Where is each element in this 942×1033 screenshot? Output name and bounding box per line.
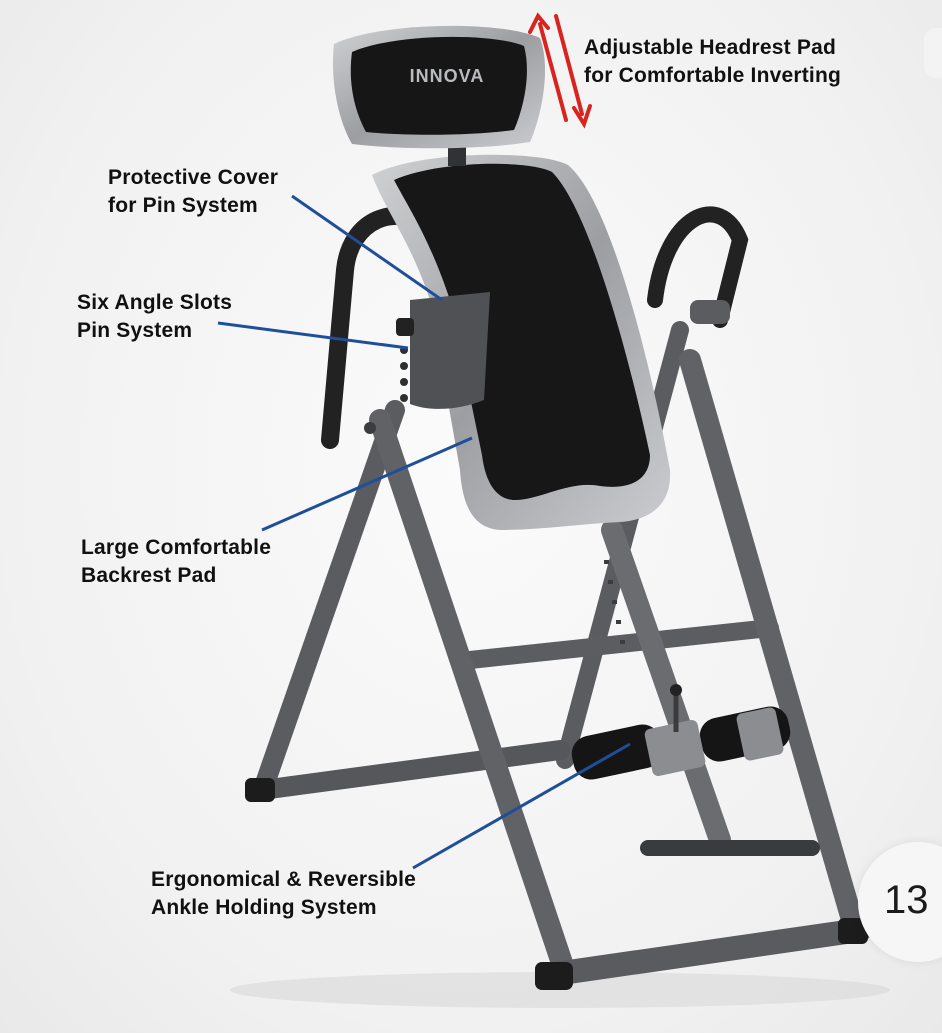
callout-headrest-line2: for Comfortable Inverting [584,64,842,87]
callout-angle-slots: Six Angle Slots Pin System [77,289,232,345]
leader-backrest [261,436,473,532]
callout-protective-cover-line1: Protective Cover [108,166,279,189]
adjust-arrows [528,12,592,129]
backrest-pad [372,154,671,530]
front-frame [369,349,872,990]
leader-lines [217,194,631,870]
callout-ankle-line2: Ankle Holding System [151,896,377,919]
leader-angle-slots [217,321,409,350]
next-image-chip[interactable] [924,28,942,78]
pin-system [364,292,490,434]
headrest [332,25,546,166]
callout-backrest-line1: Large Comfortable [81,536,272,559]
callout-backrest-line2: Backrest Pad [81,564,217,587]
foot-cap-left-rear [245,778,275,802]
image-counter: 13 [884,878,929,922]
callout-backrest: Large Comfortable Backrest Pad [81,534,271,590]
foot-cap-front [535,962,573,990]
callout-protective-cover: Protective Cover for Pin System [108,164,278,220]
callout-headrest-line1: Adjustable Headrest Pad [584,36,837,59]
callout-headrest: Adjustable Headrest Pad for Comfortable … [584,34,841,90]
brand-logo: INNOVA [409,66,485,86]
main-beam [601,519,820,856]
leader-protective-cover [291,194,443,302]
callout-angle-slots-line1: Six Angle Slots [77,291,233,314]
callout-angle-slots-line2: Pin System [77,319,193,342]
leader-ankle [412,742,631,870]
callout-protective-cover-line2: for Pin System [108,194,258,217]
callout-ankle: Ergonomical & Reversible Ankle Holding S… [151,866,416,922]
callout-ankle-line1: Ergonomical & Reversible [151,868,417,891]
